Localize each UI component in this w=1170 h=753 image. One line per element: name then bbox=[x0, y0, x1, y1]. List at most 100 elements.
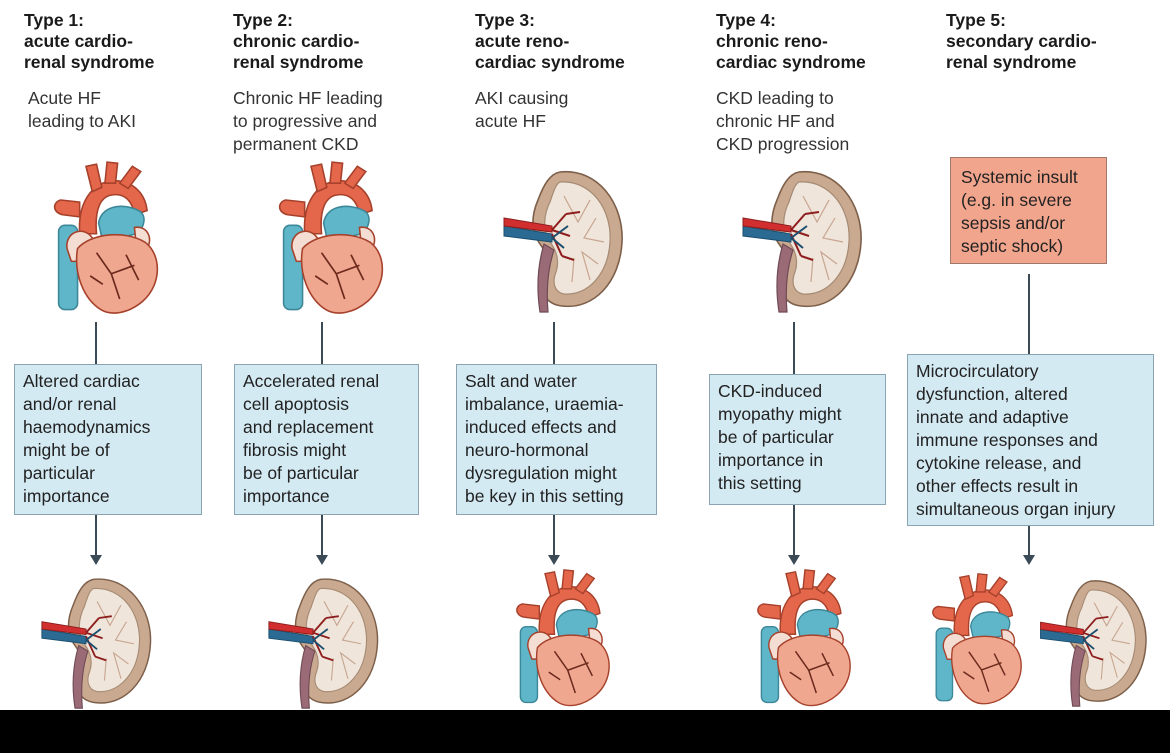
desc-line: AKI causing bbox=[475, 88, 569, 108]
kidney-icon bbox=[1034, 574, 1156, 708]
title-line: Type 4: bbox=[716, 10, 776, 30]
insult-line: Systemic insult bbox=[961, 167, 1078, 187]
heart-icon bbox=[914, 572, 1040, 708]
kidney-icon bbox=[28, 572, 168, 710]
mechanism-line: Altered cardiac bbox=[23, 371, 140, 391]
desc-line: acute HF bbox=[475, 111, 546, 131]
mechanism-line: this setting bbox=[718, 473, 802, 493]
mechanism-box: CKD-induced myopathy might be of particu… bbox=[709, 374, 886, 505]
title-line: cardiac syndrome bbox=[475, 52, 625, 72]
mechanism-line: innate and adaptive bbox=[916, 407, 1069, 427]
mechanism-line: imbalance, uraemia- bbox=[465, 394, 624, 414]
column-type-3: Type 3: acute reno- cardiac syndrome AKI… bbox=[456, 0, 675, 710]
arrow bbox=[321, 515, 323, 557]
title-line: renal syndrome bbox=[946, 52, 1077, 72]
title-line: renal syndrome bbox=[24, 52, 155, 72]
mechanism-line: fibrosis might bbox=[243, 440, 347, 460]
mechanism-line: cytokine release, and bbox=[916, 453, 1082, 473]
mechanism-box: Microcirculatory dysfunction, altered in… bbox=[907, 354, 1154, 526]
mechanism-line: be key in this setting bbox=[465, 486, 624, 506]
mechanism-line: Salt and water bbox=[465, 371, 577, 391]
mechanism-line: particular bbox=[23, 463, 95, 483]
insult-line: septic shock) bbox=[961, 236, 1064, 256]
desc-line: permanent CKD bbox=[233, 134, 359, 154]
connector-line bbox=[321, 322, 323, 364]
desc-line: Chronic HF leading bbox=[233, 88, 383, 108]
title-line: Type 1: bbox=[24, 10, 84, 30]
mechanism-line: dysregulation might bbox=[465, 463, 617, 483]
type-title: Type 2: chronic cardio- renal syndrome bbox=[233, 10, 363, 73]
title-line: cardiac syndrome bbox=[716, 52, 866, 72]
type-description: Acute HF leading to AKI bbox=[28, 87, 136, 133]
title-line: Type 5: bbox=[946, 10, 1006, 30]
title-line: Type 2: bbox=[233, 10, 293, 30]
insult-line: (e.g. in severe bbox=[961, 190, 1072, 210]
title-line: secondary cardio- bbox=[946, 31, 1097, 51]
mechanism-line: importance in bbox=[718, 450, 824, 470]
arrow-head bbox=[90, 555, 102, 565]
heart-icon bbox=[493, 568, 633, 710]
mechanism-line: CKD-induced bbox=[718, 381, 823, 401]
desc-line: to progressive and bbox=[233, 111, 377, 131]
bottom-bar bbox=[0, 710, 1170, 753]
connector-line bbox=[95, 322, 97, 364]
title-line: acute cardio- bbox=[24, 31, 133, 51]
type-description: CKD leading to chronic HF and CKD progre… bbox=[716, 87, 849, 156]
title-line: acute reno- bbox=[475, 31, 570, 51]
heart-icon bbox=[734, 568, 874, 710]
mechanism-line: induced effects and bbox=[465, 417, 617, 437]
type-description: Chronic HF leading to progressive and pe… bbox=[233, 87, 383, 156]
mechanism-line: myopathy might bbox=[718, 404, 842, 424]
title-line: chronic reno- bbox=[716, 31, 828, 51]
mechanism-line: importance bbox=[23, 486, 110, 506]
mechanism-line: and replacement bbox=[243, 417, 374, 437]
column-type-5: Type 5: secondary cardio- renal syndrome… bbox=[907, 0, 1156, 710]
column-type-2: Type 2: chronic cardio- renal syndrome C… bbox=[233, 0, 433, 710]
column-type-1: Type 1: acute cardio- renal syndrome Acu… bbox=[14, 0, 220, 710]
kidney-icon bbox=[495, 164, 635, 314]
mechanism-line: immune responses and bbox=[916, 430, 1098, 450]
mechanism-line: dysfunction, altered bbox=[916, 384, 1068, 404]
mechanism-line: importance bbox=[243, 486, 330, 506]
mechanism-box: Altered cardiac and/or renal haemodynami… bbox=[14, 364, 202, 515]
desc-line: CKD progression bbox=[716, 134, 850, 154]
connector-line bbox=[1028, 274, 1030, 354]
desc-line: chronic HF and bbox=[716, 111, 835, 131]
mechanism-line: neuro-hormonal bbox=[465, 440, 589, 460]
desc-line: CKD leading to bbox=[716, 88, 834, 108]
type-title: Type 5: secondary cardio- renal syndrome bbox=[946, 10, 1097, 73]
kidney-icon bbox=[255, 572, 395, 710]
mechanism-line: simultaneous organ injury bbox=[916, 499, 1116, 519]
mechanism-line: Accelerated renal bbox=[243, 371, 380, 391]
title-line: renal syndrome bbox=[233, 52, 364, 72]
arrow-head bbox=[788, 555, 800, 565]
arrow-head bbox=[316, 555, 328, 565]
insult-line: sepsis and/or bbox=[961, 213, 1066, 233]
arrow-head bbox=[1023, 555, 1035, 565]
arrow-head bbox=[548, 555, 560, 565]
mechanism-line: cell apoptosis bbox=[243, 394, 350, 414]
type-title: Type 4: chronic reno- cardiac syndrome bbox=[716, 10, 866, 73]
type-description: AKI causing acute HF bbox=[475, 87, 568, 133]
connector-line bbox=[793, 322, 795, 374]
heart-icon bbox=[36, 160, 176, 318]
desc-line: Acute HF bbox=[28, 88, 101, 108]
mechanism-line: Microcirculatory bbox=[916, 361, 1039, 381]
arrow bbox=[553, 515, 555, 557]
connector-line bbox=[553, 322, 555, 364]
column-type-4: Type 4: chronic reno- cardiac syndrome C… bbox=[709, 0, 916, 710]
mechanism-line: and/or renal bbox=[23, 394, 117, 414]
arrow bbox=[793, 505, 795, 557]
heart-icon bbox=[261, 160, 401, 318]
systemic-insult-box: Systemic insult (e.g. in severe sepsis a… bbox=[950, 157, 1107, 264]
mechanism-box: Salt and water imbalance, uraemia- induc… bbox=[456, 364, 657, 515]
type-title: Type 1: acute cardio- renal syndrome bbox=[24, 10, 154, 73]
arrow bbox=[1028, 526, 1030, 557]
arrow bbox=[95, 515, 97, 557]
mechanism-line: haemodynamics bbox=[23, 417, 151, 437]
desc-line: leading to AKI bbox=[28, 111, 136, 131]
mechanism-line: might be of bbox=[23, 440, 110, 460]
title-line: Type 3: bbox=[475, 10, 535, 30]
type-title: Type 3: acute reno- cardiac syndrome bbox=[475, 10, 625, 73]
mechanism-line: be of particular bbox=[243, 463, 359, 483]
